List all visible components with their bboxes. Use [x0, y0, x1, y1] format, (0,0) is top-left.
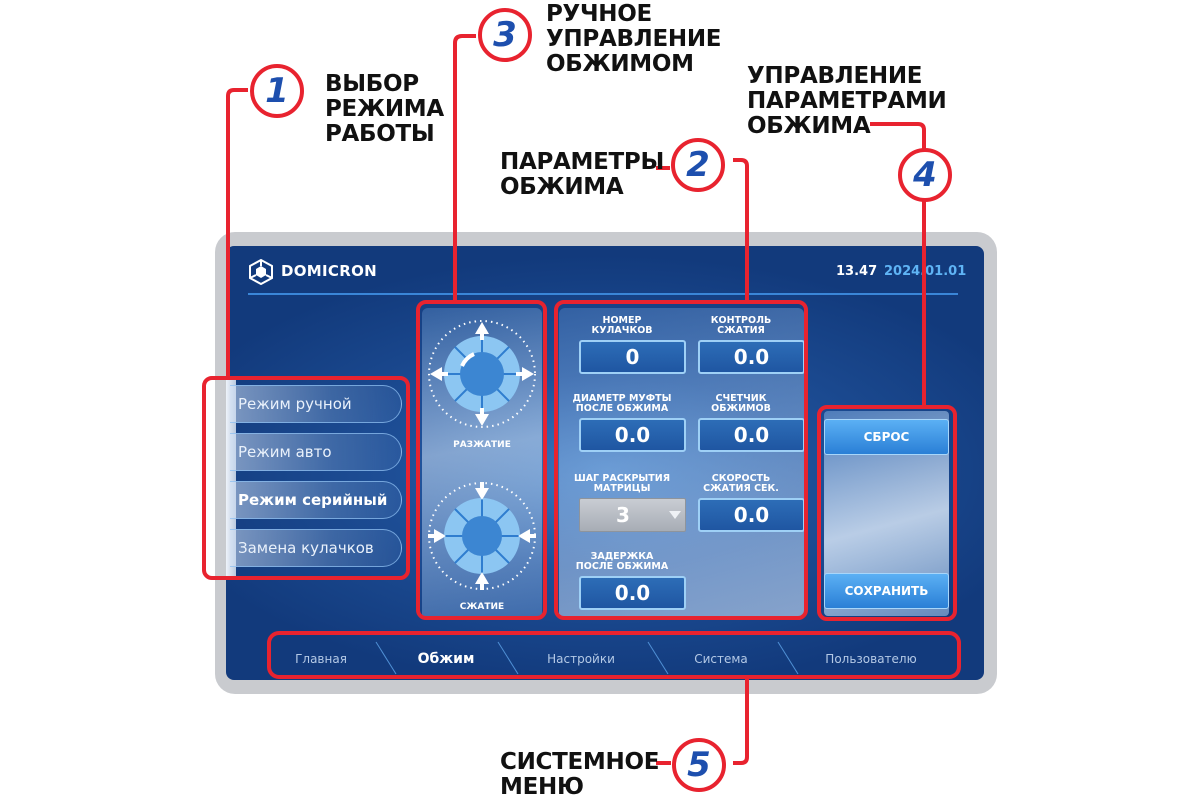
mode-button-manual[interactable]: Режим ручной	[230, 385, 402, 423]
compression-control-field[interactable]: 0.0	[698, 340, 805, 374]
save-button[interactable]: СОХРАНИТЬ	[824, 573, 949, 609]
compression-speed-field[interactable]: 0.0	[698, 498, 805, 532]
domicron-logo-icon	[249, 259, 273, 285]
expand-label: РАЗЖАТИЕ	[453, 440, 511, 450]
callout-label-4: Управлениепараметрамиобжима	[747, 63, 947, 139]
tab-user[interactable]: Пользователю	[825, 652, 917, 666]
tab-home[interactable]: Главная	[295, 652, 347, 666]
callout-label-1: Выборрежимаработы	[325, 71, 444, 147]
system-menu: Главная Обжим Настройки Система Пользова…	[226, 636, 984, 680]
callout-label-3: Ручноеуправлениеобжимом	[546, 1, 722, 77]
actions-panel: СБРОС СОХРАНИТЬ	[824, 411, 949, 616]
delay-after-crimp-field[interactable]: 0.0	[579, 576, 686, 610]
chevron-down-icon	[669, 511, 681, 519]
clock-time: 13.47	[836, 264, 878, 279]
expand-dial-icon[interactable]	[426, 318, 538, 430]
callout-badge-2: 2	[671, 138, 725, 192]
mode-button-auto[interactable]: Режим авто	[230, 433, 402, 471]
tab-crimp[interactable]: Обжим	[417, 651, 475, 667]
die-opening-step-value: 3	[616, 503, 630, 527]
compress-dial-icon[interactable]	[426, 480, 538, 592]
crimp-counter-field[interactable]: 0.0	[698, 418, 805, 452]
coupling-diameter-field[interactable]: 0.0	[579, 418, 686, 452]
clock-date: 2024.01.01	[884, 264, 967, 279]
header-divider	[248, 293, 958, 295]
reset-button[interactable]: СБРОС	[824, 419, 949, 455]
mode-button-serial[interactable]: Режим серийный	[230, 481, 402, 519]
callout-label-2: Параметрыобжима	[500, 149, 664, 200]
callout-badge-1: 1	[250, 64, 304, 118]
mode-list: Режим ручной Режим авто Режим серийный З…	[226, 381, 411, 576]
hmi-screen: DOMICRON 13.47 2024.01.01 Режим ручной Р…	[226, 246, 984, 680]
compress-label: СЖАТИЕ	[459, 602, 505, 612]
jaw-number-field[interactable]: 0	[579, 340, 686, 374]
tab-settings[interactable]: Настройки	[547, 652, 615, 666]
top-bar: DOMICRON 13.47 2024.01.01	[226, 246, 984, 295]
tab-system[interactable]: Система	[694, 652, 748, 666]
callout-badge-4: 4	[898, 148, 952, 202]
callout-badge-5: 5	[672, 738, 726, 792]
callout-label-5: Системноеменю	[500, 749, 660, 800]
mode-button-jaw-change[interactable]: Замена кулачков	[230, 529, 402, 567]
brand-name: DOMICRON	[281, 262, 377, 280]
die-opening-step-select[interactable]: 3	[579, 498, 686, 532]
manual-control-panel: РАЗЖАТИЕ СЖАТИЕ	[422, 308, 542, 620]
callout-badge-3: 3	[478, 8, 532, 62]
